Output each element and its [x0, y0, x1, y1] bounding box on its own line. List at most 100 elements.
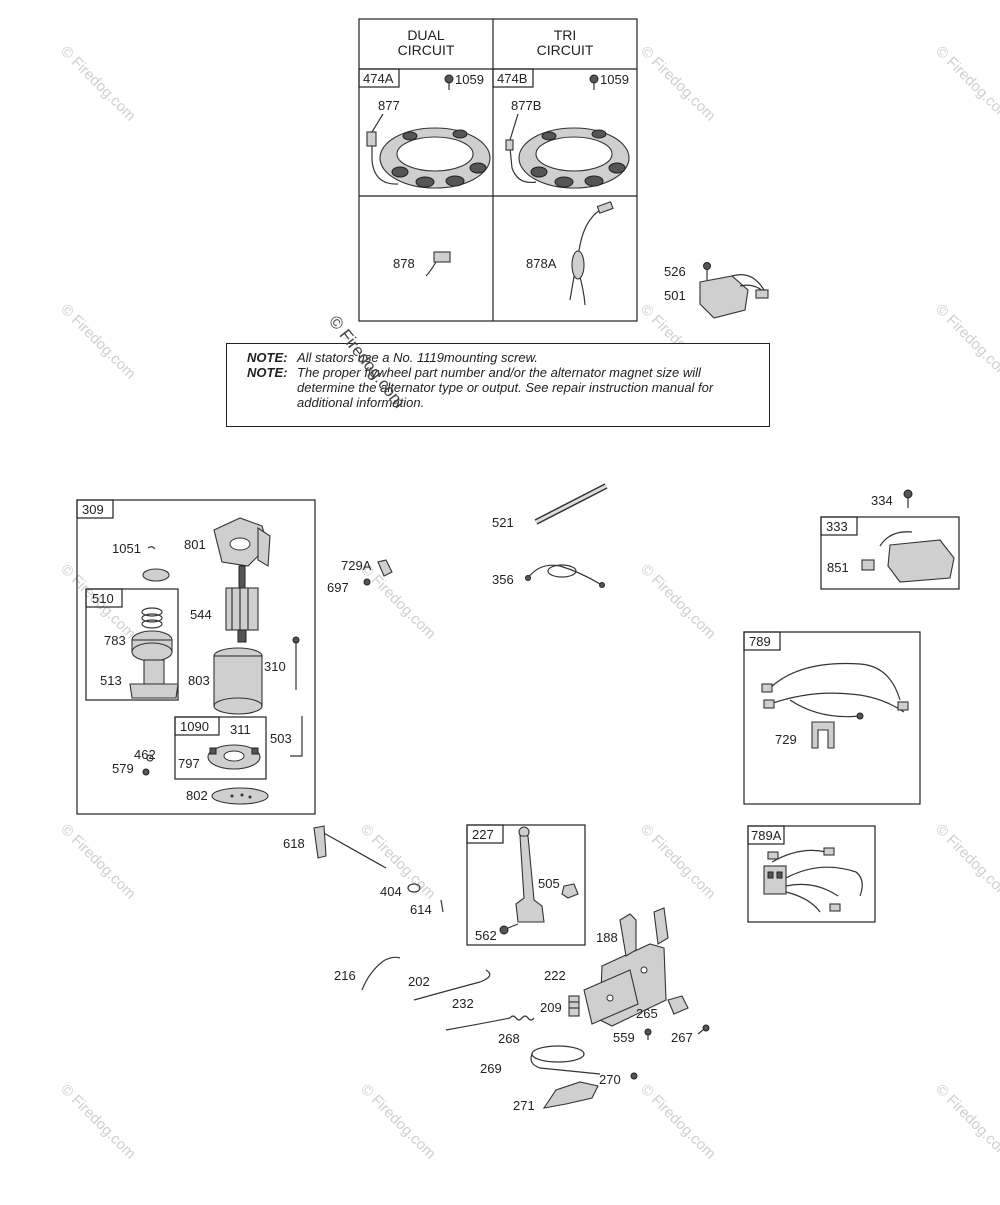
wire-lead-icon	[569, 201, 614, 306]
watermark: © Firedog.com	[57, 43, 139, 125]
gear-icon	[131, 630, 173, 662]
part-label: 526	[664, 264, 686, 279]
part-label: 232	[452, 996, 474, 1011]
spring-icon	[568, 995, 580, 1017]
nut-icon	[142, 768, 150, 776]
part-label: 501	[664, 288, 686, 303]
part-label: 268	[498, 1031, 520, 1046]
note-key: NOTE:	[247, 365, 288, 380]
watermark: © Firedog.com	[932, 821, 1000, 903]
note-row: NOTE: The proper flywheel part number an…	[247, 365, 759, 410]
part-label: 851	[827, 560, 849, 575]
bracket-icon	[377, 559, 393, 577]
starter-kit-frame	[76, 499, 316, 815]
watermark: © Firedog.com	[637, 43, 719, 125]
linkage-group: 618 404 614 216 202 232	[283, 825, 535, 1031]
stator-dual-icon	[366, 127, 491, 189]
lever-icon	[361, 956, 401, 991]
part-label: 801	[184, 537, 206, 552]
end-cap-icon	[213, 517, 271, 567]
screw-icon	[444, 74, 454, 90]
column-header-dual: DUAL	[407, 27, 445, 43]
bolt-icon	[292, 636, 300, 690]
part-label: 202	[408, 974, 430, 989]
pin-icon	[440, 899, 444, 913]
washer-icon	[142, 568, 170, 582]
note-key: NOTE:	[247, 350, 288, 365]
misc-bracket-group: 729A 697	[327, 558, 393, 595]
wire-harness-icon	[763, 847, 863, 913]
harness-kit-frame	[743, 631, 921, 805]
harness-789: 789 729	[743, 631, 921, 805]
kit-label-box	[85, 588, 123, 608]
part-label: 877B	[511, 98, 541, 113]
washer-icon	[407, 883, 421, 893]
kit-label: 309	[82, 502, 104, 517]
part-label: 797	[178, 756, 200, 771]
wire-icon	[525, 564, 605, 588]
part-label: 559	[613, 1030, 635, 1045]
watermark: © Firedog.com	[637, 561, 719, 643]
control-bracket-group: 188 222 209 265 559 267 268 269	[480, 907, 710, 1113]
nut-icon	[561, 883, 579, 899]
rod-wire-group: 521 356	[492, 483, 608, 588]
control-kit-frame	[466, 824, 586, 946]
shaft-icon	[313, 825, 387, 869]
rod-icon	[413, 969, 491, 1001]
column-header-tri: TRI	[554, 27, 577, 43]
part-label: 579	[112, 761, 134, 776]
control-lever-icon	[515, 826, 545, 923]
nut-icon	[363, 578, 371, 586]
part-label: 618	[283, 836, 305, 851]
harness-789a: 789A	[747, 825, 876, 923]
note-box: NOTE: All stators use a No. 1119mounting…	[226, 343, 770, 427]
part-label: 188	[596, 930, 618, 945]
column-header-tri: CIRCUIT	[537, 42, 594, 58]
part-label: 783	[104, 633, 126, 648]
strap-icon	[290, 716, 303, 757]
watermark: © Firedog.com	[57, 301, 139, 383]
part-label: 505	[538, 876, 560, 891]
part-label: 877	[378, 98, 400, 113]
screw-icon	[903, 489, 913, 508]
watermark: © Firedog.com	[932, 1081, 1000, 1163]
clip-icon	[811, 721, 835, 749]
watermarks: © Firedog.com © Firedog.com © Firedog.co…	[57, 43, 1000, 1163]
leader-line	[509, 113, 519, 141]
control-kit: 227 505 562	[466, 824, 586, 946]
watermark: © Firedog.com	[357, 561, 439, 643]
part-label: 729A	[341, 558, 372, 573]
kit-label-box	[174, 716, 220, 736]
nut-icon	[630, 1072, 638, 1080]
kit-label-box	[820, 516, 858, 536]
stator-table-frame	[358, 18, 638, 322]
column-header-dual: CIRCUIT	[398, 42, 455, 58]
part-label: 1059	[455, 72, 484, 87]
part-label: 216	[334, 968, 356, 983]
part-label: 729	[775, 732, 797, 747]
note-row: NOTE: All stators use a No. 1119mounting…	[247, 350, 759, 365]
kit-label: 789	[749, 634, 771, 649]
note-text: The proper flywheel part number and/or t…	[297, 365, 714, 410]
note-text: All stators use a No. 1119mounting screw…	[297, 350, 538, 365]
watermark: © Firedog.com	[932, 301, 1000, 383]
kit-label: 333	[826, 519, 848, 534]
clip-icon	[147, 546, 156, 550]
part-label: 544	[190, 607, 212, 622]
rod-icon	[534, 483, 608, 525]
part-label: 802	[186, 788, 208, 803]
spring-icon	[141, 607, 163, 629]
kit-label: 474A	[363, 71, 394, 86]
part-label: 404	[380, 884, 402, 899]
part-label: 267	[671, 1030, 693, 1045]
screw-icon	[499, 923, 519, 935]
leader-line	[371, 113, 384, 133]
watermark: © Firedog.com	[357, 1081, 439, 1163]
ignition-kit-frame	[820, 516, 960, 590]
block-icon	[667, 995, 689, 1015]
kit-label-box	[492, 68, 534, 88]
control-bracket-icon	[583, 907, 669, 1027]
part-label: 878	[393, 256, 415, 271]
